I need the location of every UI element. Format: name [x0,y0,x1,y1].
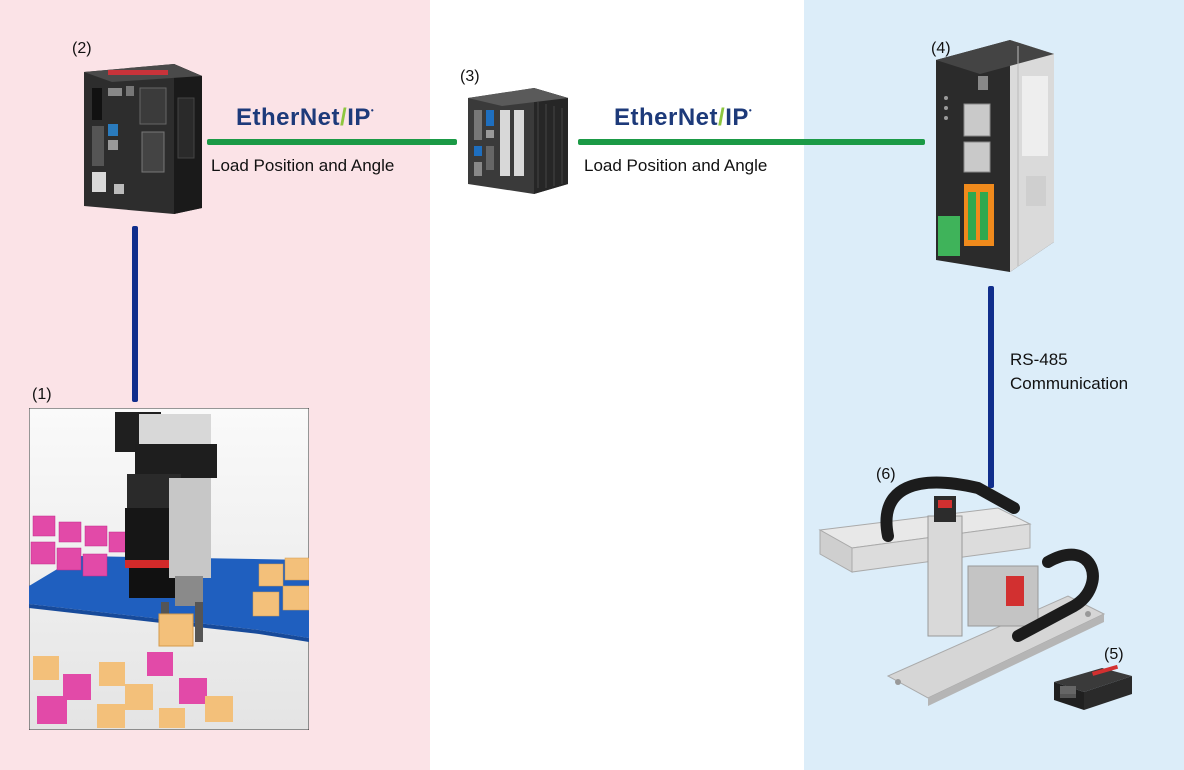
rs485-label: RS-485 Communication [1010,348,1128,396]
ethernet-ip-logo-left: EtherNet/IP• [236,104,375,131]
rs485-label-line2: Communication [1010,374,1129,393]
robot-gripper-camera-scene-icon [29,408,309,730]
serial-line-2-1 [132,226,138,402]
motor-controller-icon [936,40,1054,272]
ethernet-ip-logo-right: EtherNet/IP• [614,104,753,131]
vision-controller-icon [84,64,202,214]
driver-module-icon [1054,664,1132,710]
ethernet-line-2-3 [207,139,457,145]
device-tag-2: (2) [72,40,92,57]
device-tag-5: (5) [1104,646,1124,663]
device-tag-1: (1) [32,386,52,403]
ethernet-line-3-4 [578,139,925,145]
serial-line-4-6 [988,286,994,488]
device-tag-3: (3) [460,68,480,85]
industrial-pc-icon [468,88,568,194]
link-label-3-4: Load Position and Angle [584,156,768,175]
device-tag-6: (6) [876,466,896,483]
electric-actuator-gantry-icon [818,476,1106,706]
device-tag-4: (4) [931,40,951,57]
rs485-label-line1: RS-485 [1010,350,1068,369]
link-label-2-3: Load Position and Angle [211,156,395,175]
